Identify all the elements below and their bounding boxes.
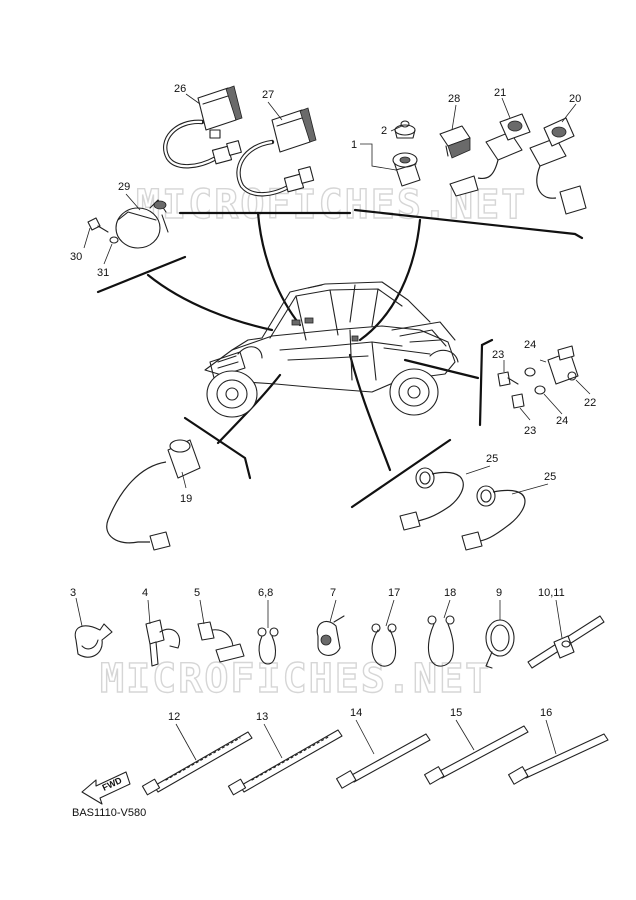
callout-leaders bbox=[75, 93, 591, 761]
callout-5: 5 bbox=[194, 587, 200, 599]
sensor-22 bbox=[547, 345, 579, 385]
cable-tie-13 bbox=[227, 729, 343, 796]
bolt-23b bbox=[511, 393, 525, 409]
switch-cap-28 bbox=[439, 125, 471, 159]
key-switch-21 bbox=[449, 113, 531, 197]
clip-17 bbox=[371, 623, 397, 667]
callout-23-lower: 23 bbox=[524, 425, 536, 437]
callout-20: 20 bbox=[569, 93, 581, 105]
rocker-switch-27 bbox=[236, 107, 317, 197]
callout-28: 28 bbox=[448, 93, 460, 105]
callout-2: 2 bbox=[381, 125, 387, 137]
lead-25b bbox=[461, 485, 526, 551]
drawing-code: BAS1110-V580 bbox=[72, 807, 146, 819]
callout-14: 14 bbox=[350, 707, 362, 719]
callout-29: 29 bbox=[118, 181, 130, 193]
cable-tie-12 bbox=[141, 731, 253, 796]
clip-18 bbox=[427, 615, 455, 667]
callout-19: 19 bbox=[180, 493, 192, 505]
clip-3 bbox=[74, 623, 113, 658]
rocker-switch-26 bbox=[163, 85, 243, 169]
lead-25a bbox=[399, 467, 464, 531]
callout-31: 31 bbox=[97, 267, 109, 279]
callout-24-upper: 24 bbox=[524, 339, 536, 351]
callout-9: 9 bbox=[496, 587, 502, 599]
cable-tie-16 bbox=[508, 733, 609, 785]
callout-22: 22 bbox=[584, 397, 596, 409]
callout-4: 4 bbox=[142, 587, 148, 599]
watermark-bottom: MICROFICHES.NET bbox=[100, 656, 491, 702]
callout-16: 16 bbox=[540, 707, 552, 719]
clamp-7 bbox=[316, 615, 345, 656]
callout-26: 26 bbox=[174, 83, 186, 95]
callout-numbers: 26 27 2 1 28 21 20 29 30 31 24 23 22 24 … bbox=[70, 83, 596, 723]
callout-3: 3 bbox=[70, 587, 76, 599]
callout-17: 17 bbox=[388, 587, 400, 599]
callout-18: 18 bbox=[444, 587, 456, 599]
clip-6-8 bbox=[257, 627, 279, 665]
vehicle-outline bbox=[204, 281, 459, 418]
callout-21: 21 bbox=[494, 87, 506, 99]
tie-10-11 bbox=[527, 615, 605, 669]
clamp-4 bbox=[145, 619, 180, 667]
callout-10-11: 10,11 bbox=[538, 587, 565, 599]
group-leaders bbox=[146, 211, 480, 472]
cable-tie-14 bbox=[336, 733, 431, 789]
callout-24-lower: 24 bbox=[556, 415, 568, 427]
group-brackets bbox=[96, 208, 584, 509]
bolt-30 bbox=[87, 217, 109, 233]
callout-1: 1 bbox=[351, 139, 357, 151]
cable-tie-15 bbox=[424, 725, 529, 785]
bolt-23a bbox=[497, 371, 519, 387]
callout-23-upper: 23 bbox=[492, 349, 504, 361]
band-9 bbox=[485, 619, 515, 669]
clamp-5 bbox=[197, 621, 245, 663]
callout-13: 13 bbox=[256, 711, 268, 723]
fwd-arrow-icon: FWD bbox=[81, 771, 131, 805]
main-switch bbox=[392, 120, 421, 187]
callout-25-upper: 25 bbox=[486, 453, 498, 465]
accessory-socket-19 bbox=[106, 439, 201, 551]
callout-27: 27 bbox=[262, 89, 274, 101]
callout-25-lower: 25 bbox=[544, 471, 556, 483]
washer-24a bbox=[524, 367, 536, 377]
callout-30: 30 bbox=[70, 251, 82, 263]
washer-24b bbox=[534, 385, 546, 395]
callout-7: 7 bbox=[330, 587, 336, 599]
key-switch-20 bbox=[529, 117, 587, 215]
callout-6-8: 6,8 bbox=[258, 587, 273, 599]
washer-31 bbox=[109, 236, 119, 244]
callout-12: 12 bbox=[168, 711, 180, 723]
callout-15: 15 bbox=[450, 707, 462, 719]
